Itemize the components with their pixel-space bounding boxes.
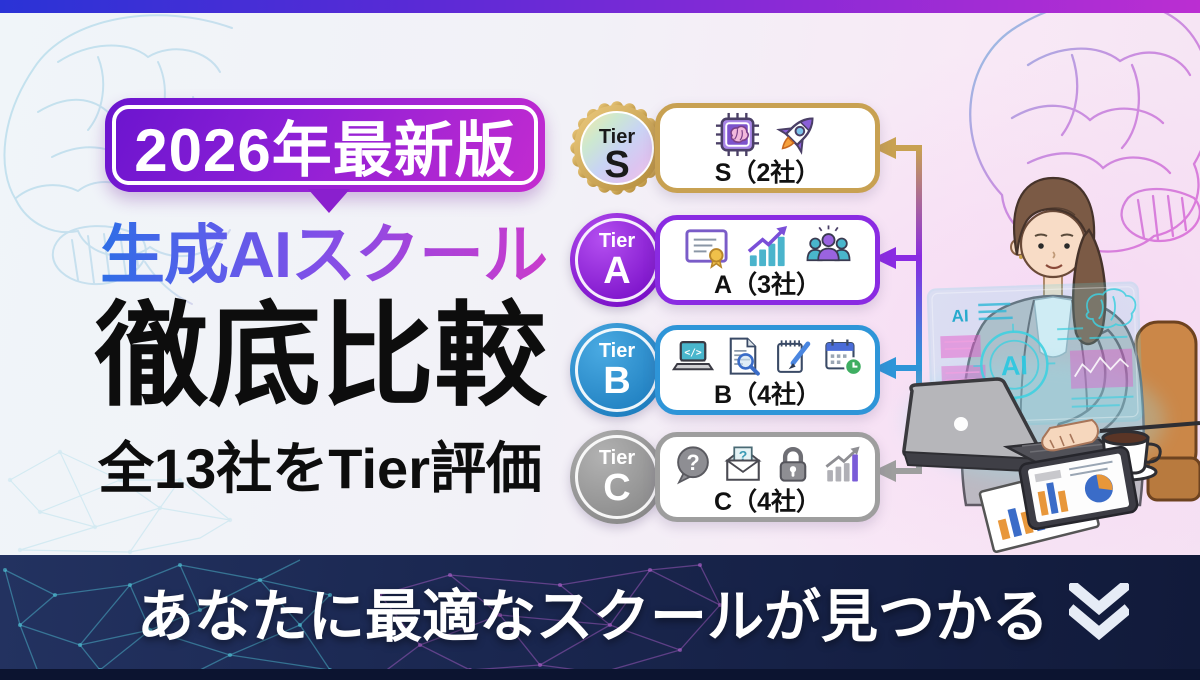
tablet bbox=[1018, 445, 1139, 530]
cerebellum-right bbox=[1120, 187, 1200, 243]
tier-badge-A: Tier A bbox=[570, 213, 664, 307]
tier-letter: S bbox=[604, 144, 629, 186]
laptop-keyboard bbox=[1002, 435, 1120, 467]
hologram-panel: AI AI bbox=[926, 281, 1144, 429]
tier-icons: ? ? bbox=[672, 440, 864, 488]
top-gradient-bar bbox=[0, 0, 1200, 13]
tier-box-C: ? ? C（4社） bbox=[655, 432, 880, 522]
tier-word: Tier bbox=[599, 126, 636, 148]
title-line3: 全13社をTier評価 bbox=[98, 437, 542, 500]
bar-chart-icon bbox=[822, 443, 864, 485]
hologram-ai-label: AI bbox=[1000, 350, 1028, 381]
woman bbox=[960, 176, 1145, 507]
tier-letter: C bbox=[603, 466, 631, 509]
tier-icons bbox=[683, 223, 852, 271]
mail-question-icon: ? bbox=[722, 443, 764, 485]
hair bbox=[1012, 176, 1096, 259]
rocket-icon bbox=[775, 111, 822, 158]
title-line2: 徹底比較 bbox=[95, 293, 547, 419]
tier-badge-S: Tier S bbox=[570, 101, 664, 195]
notepad-pen-icon bbox=[772, 336, 814, 378]
banner-text: あなたに最適なスクールが見つかる bbox=[137, 585, 1049, 649]
laptop bbox=[902, 377, 1120, 474]
document-search-icon bbox=[722, 336, 764, 378]
tier-word: Tier bbox=[598, 339, 636, 362]
calendar-clock-icon bbox=[822, 336, 864, 378]
hologram-small-label: AI bbox=[951, 306, 969, 326]
tier-badge-B: Tier B bbox=[570, 323, 664, 417]
tier-box-S: S（2社） bbox=[655, 103, 880, 193]
title-line1: 生成AIスクール bbox=[100, 218, 548, 291]
tier-box-B: </> B（4社） bbox=[655, 325, 880, 415]
tier-label: B（4社） bbox=[714, 380, 821, 409]
torso-cardigan bbox=[960, 294, 1145, 507]
svg-text:?: ? bbox=[738, 447, 747, 463]
tier-letter: B bbox=[603, 359, 631, 402]
ponytail bbox=[1071, 227, 1107, 345]
chip-brain-icon bbox=[714, 111, 761, 158]
banner-bottom-strip bbox=[0, 669, 1200, 680]
bottom-banner: あなたに最適なスクールが見つかる bbox=[0, 555, 1200, 680]
certificate-icon bbox=[683, 223, 730, 270]
hologram-brain-sketch bbox=[1085, 288, 1137, 329]
year-badge: 2026年最新版 bbox=[105, 98, 545, 192]
team-icon bbox=[805, 223, 852, 270]
double-chevron-down-icon bbox=[1069, 583, 1129, 641]
desk bbox=[1099, 421, 1200, 433]
tier-badge-C: Tier C bbox=[570, 430, 664, 524]
tier-icons: </> bbox=[671, 333, 864, 381]
tier-label: C（4社） bbox=[714, 487, 821, 516]
year-badge-tail bbox=[308, 189, 350, 213]
tier-label: S（2社） bbox=[714, 158, 821, 187]
face bbox=[1019, 209, 1087, 279]
year-badge-text: 2026年最新版 bbox=[134, 116, 516, 184]
report-paper bbox=[978, 465, 1100, 553]
typing-hand bbox=[1041, 418, 1099, 452]
tier-letter: A bbox=[603, 249, 631, 292]
tier-box-A: A（3社） bbox=[655, 215, 880, 305]
growth-chart-icon bbox=[744, 223, 791, 270]
tier-word: Tier bbox=[598, 446, 636, 469]
tier-icons bbox=[714, 111, 822, 159]
office-chair bbox=[1115, 320, 1200, 502]
svg-text:</>: </> bbox=[684, 347, 702, 358]
question-bubble-icon: ? bbox=[672, 443, 714, 485]
coffee-cup bbox=[1094, 430, 1162, 482]
svg-text:?: ? bbox=[686, 450, 699, 475]
brain-illustration-right bbox=[969, 0, 1200, 253]
ear bbox=[1010, 238, 1028, 256]
right-arm bbox=[1053, 328, 1129, 446]
lock-icon bbox=[772, 443, 814, 485]
tier-label: A（3社） bbox=[714, 270, 821, 299]
tier-word: Tier bbox=[598, 229, 636, 252]
earring bbox=[1019, 255, 1023, 259]
neck bbox=[1043, 267, 1063, 301]
laptop-code-icon: </> bbox=[671, 336, 714, 378]
inner-shirt bbox=[1033, 296, 1073, 358]
